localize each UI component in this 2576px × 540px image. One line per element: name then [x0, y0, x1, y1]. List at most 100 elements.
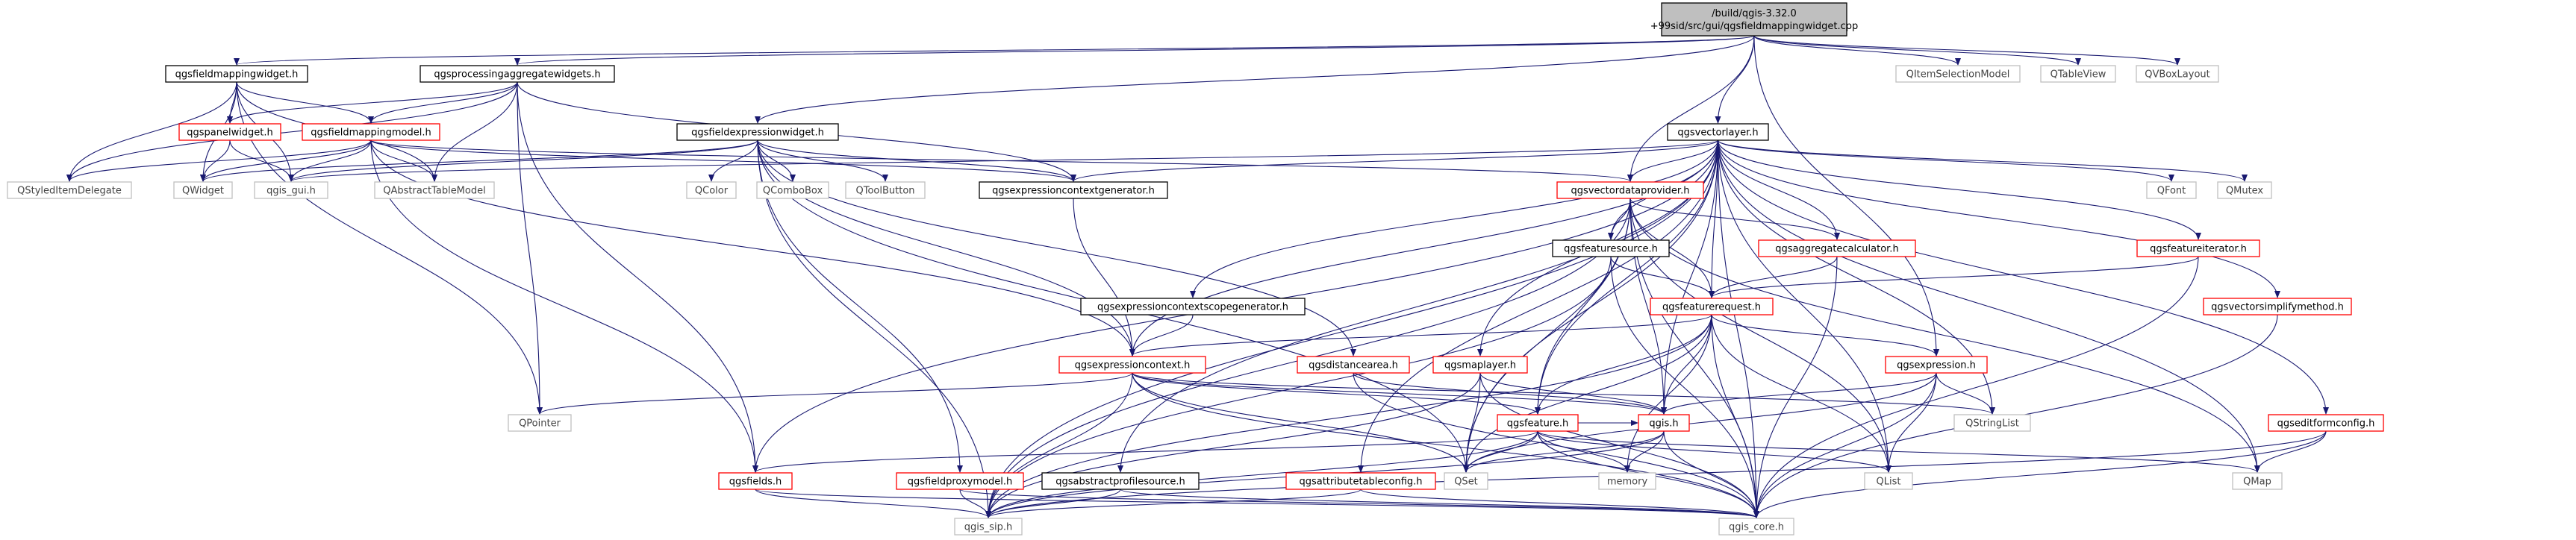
node-box	[979, 181, 1168, 199]
node-n_qtb: QToolButton	[845, 181, 926, 199]
node-label: QAbstractTableModel	[383, 186, 485, 197]
node-label: qgsfeaturerequest.h	[1662, 302, 1761, 313]
node-box	[845, 181, 926, 199]
edge-n_fs-to-n_sip	[985, 256, 1612, 518]
edge-n_fr-to-n_expr	[1711, 314, 1939, 357]
edge-n_few-to-n_fpm	[757, 139, 963, 473]
node-n_fi[interactable]: qgsfeatureiterator.h	[2136, 239, 2260, 257]
node-n_fmm[interactable]: qgsfieldmappingmodel.h	[302, 123, 440, 141]
edge-n_vdp-to-n_ac	[1630, 198, 1840, 240]
node-n_qgisgui: qgis_gui.h	[254, 181, 328, 199]
node-label: qgsfeaturesource.h	[1564, 244, 1658, 255]
edge-n_ml-to-n_qset	[1463, 372, 1481, 473]
edge-n_da-to-n_qgish	[1353, 372, 1667, 415]
node-label: qgsexpression.h	[1897, 360, 1976, 371]
edge-n_expr-to-n_qlist	[1886, 372, 1937, 473]
node-label: qgsfieldproxymodel.h	[908, 477, 1012, 488]
node-n_ec[interactable]: qgsexpressioncontext.h	[1058, 356, 1206, 374]
node-n_qfont: QFont	[2146, 181, 2197, 199]
edge-n_vl-to-n_core	[1717, 139, 1759, 518]
edge-n_fmm-to-n_ecg	[370, 139, 1076, 182]
edge-n_aps-to-n_sip	[985, 489, 1121, 518]
edge-n_vl-to-n_ac	[1717, 139, 1840, 240]
node-n_efc[interactable]: qgseditformconfig.h	[2268, 414, 2384, 432]
edge-n_fields-to-n_sip	[755, 489, 991, 518]
edge-root-to-n_vdp	[1627, 35, 1755, 182]
node-box	[1552, 239, 1670, 257]
node-n_ecsg[interactable]: qgsexpressioncontextscopegenerator.h	[1080, 298, 1306, 315]
edge-layer	[66, 35, 2329, 518]
node-n_fields[interactable]: qgsfields.h	[718, 472, 793, 490]
edge-n_ec-to-n_sip	[985, 372, 1133, 518]
node-box	[2146, 181, 2197, 199]
edge-n_aps-to-n_core	[1120, 489, 1759, 518]
node-box	[1895, 65, 2021, 83]
node-label: qgsvectorsimplifymethod.h	[2211, 302, 2344, 313]
edge-n_vl-to-n_ecg	[1070, 139, 1719, 182]
edge-root-to-n_qvbl	[1753, 35, 2180, 66]
edge-n_ecsg-to-n_ec	[1129, 314, 1194, 357]
node-box	[1041, 472, 1200, 490]
edge-n_few-to-n_qcolor	[708, 139, 758, 182]
edge-n_fr-to-n_memory	[1624, 314, 1712, 473]
node-n_atc[interactable]: qgsattributetableconfig.h	[1285, 472, 1436, 490]
node-n_fmw[interactable]: qgsfieldmappingwidget.h	[165, 65, 308, 83]
edge-n_few-to-n_da	[757, 139, 1356, 357]
edge-n_fi-to-n_core	[1753, 256, 2199, 518]
node-box	[2217, 181, 2272, 199]
node-n_fs[interactable]: qgsfeaturesource.h	[1552, 239, 1670, 257]
node-box	[1432, 356, 1528, 374]
node-label: QItemSelectionModel	[1906, 69, 2010, 81]
edge-n_ml-to-n_sip	[985, 372, 1481, 518]
edge-n_ecg-to-n_ec	[1073, 198, 1135, 357]
edge-n_ac-to-n_core	[1753, 256, 1838, 518]
node-n_vsm[interactable]: qgsvectorsimplifymethod.h	[2203, 298, 2352, 315]
edge-n_feat-to-n_qmap	[1537, 430, 2260, 473]
edge-n_few-to-n_qcb	[757, 139, 796, 182]
node-n_feat[interactable]: qgsfeature.h	[1497, 414, 1579, 432]
edge-n_fi-to-n_fr	[1709, 256, 2199, 298]
edge-n_fmw-to-n_qsid	[66, 81, 237, 182]
node-n_qism: QItemSelectionModel	[1895, 65, 2021, 83]
node-n_aps[interactable]: qgsabstractprofilesource.h	[1041, 472, 1200, 490]
node-n_ml[interactable]: qgsmaplayer.h	[1432, 356, 1528, 374]
node-n_pw[interactable]: qgspanelwidget.h	[178, 123, 281, 141]
edge-n_feat-to-n_qlist	[1537, 430, 1892, 473]
node-n_vl[interactable]: qgsvectorlayer.h	[1667, 123, 1769, 141]
edge-n_ec-to-n_feat	[1132, 372, 1541, 415]
node-label: qgseditformconfig.h	[2277, 418, 2375, 430]
node-root[interactable]: /build/qgis-3.32.0+99sid/src/gui/qgsfiel…	[1650, 2, 1858, 37]
node-label: qgis_gui.h	[266, 186, 316, 197]
node-box	[2136, 65, 2219, 83]
edge-n_vl-to-n_feat	[1535, 139, 1719, 415]
edge-n_atc-to-n_core	[1360, 489, 1759, 518]
node-n_expr[interactable]: qgsexpression.h	[1885, 356, 1988, 374]
node-n_fr[interactable]: qgsfeaturerequest.h	[1650, 298, 1774, 315]
node-n_ac[interactable]: qgsaggregatecalculator.h	[1758, 239, 1916, 257]
edge-n_vl-to-n_efc	[1717, 139, 2329, 415]
node-box	[1285, 472, 1436, 490]
edge-n_expr-to-n_core	[1753, 372, 1937, 518]
node-box	[1885, 356, 1988, 374]
node-n_few[interactable]: qgsfieldexpressionwidget.h	[676, 123, 839, 141]
node-label: qgsexpressioncontextscopegenerator.h	[1097, 302, 1288, 313]
edge-n_ec-to-n_qgish	[1132, 372, 1667, 415]
node-box	[2136, 239, 2260, 257]
node-box	[1497, 414, 1579, 432]
node-label: qgsexpressioncontext.h	[1075, 360, 1191, 371]
edge-n_vl-to-n_fr	[1709, 139, 1719, 298]
node-n_vdp[interactable]: qgsvectordataprovider.h	[1556, 181, 1704, 199]
edge-n_vl-to-n_vsm	[1717, 139, 2280, 298]
node-n_paw[interactable]: qgsprocessingaggregatewidgets.h	[420, 65, 615, 83]
node-n_ecg[interactable]: qgsexpressioncontextgenerator.h	[979, 181, 1168, 199]
edge-n_expr-to-n_qset	[1463, 372, 1937, 473]
edge-root-to-n_few	[755, 35, 1755, 124]
node-box	[1864, 472, 1913, 490]
edge-n_pw-to-n_qgisgui	[229, 139, 294, 182]
node-n_fpm[interactable]: qgsfieldproxymodel.h	[896, 472, 1024, 490]
node-n_da[interactable]: qgsdistancearea.h	[1297, 356, 1410, 374]
node-n_qgish[interactable]: qgis.h	[1638, 414, 1690, 432]
edge-n_fmw-to-n_fmm	[236, 81, 374, 124]
node-label: QStyledItemDelegate	[17, 186, 122, 197]
node-box	[1650, 298, 1774, 315]
